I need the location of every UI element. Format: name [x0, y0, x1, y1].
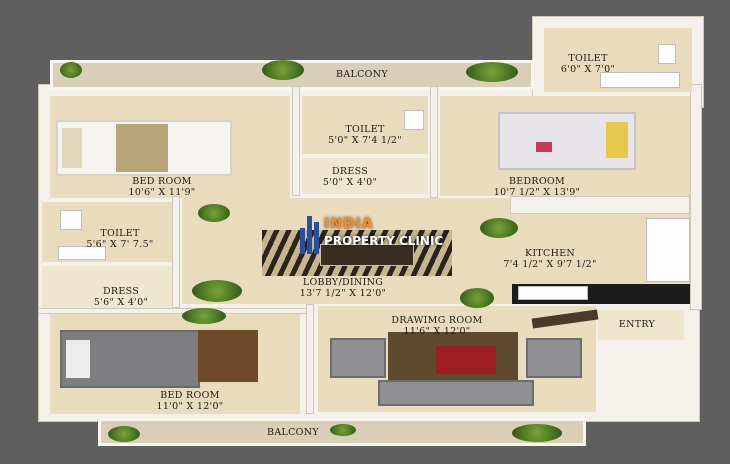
plant-icon — [262, 60, 304, 80]
toilet-icon — [404, 110, 424, 130]
plant-icon — [108, 426, 140, 442]
entry-floor — [598, 310, 684, 340]
bed-icon — [60, 330, 200, 388]
kitchen-label: KITCHEN 7'4 1/2" X 9'7 1/2" — [503, 248, 597, 270]
toilet-top-right-label: TOILET 6'0" X 7'0" — [560, 53, 616, 75]
dining-table-icon — [320, 244, 414, 266]
kitchen-wall — [690, 84, 702, 310]
balcony-bottom-label: BALCONY — [267, 427, 319, 438]
plant-icon — [480, 218, 518, 238]
bed-icon — [498, 112, 636, 170]
cushion — [536, 142, 552, 152]
blanket — [116, 124, 168, 172]
pillow — [62, 128, 82, 168]
toilet-icon — [658, 44, 676, 64]
wall-segment — [172, 196, 180, 308]
toilet-center-label: TOILET 5'0" X 7'4 1/2" — [328, 124, 402, 146]
dress-center-floor — [302, 158, 428, 194]
drawing-room-label: DRAWIMG ROOM 11'6" X 12'0" — [391, 315, 483, 337]
bedroom-top-left-label: BED ROOM 10'6" X 11'9" — [128, 176, 196, 198]
sink-icon — [58, 246, 106, 260]
dress-left-label: DRESS 5'6" X 4'0" — [93, 286, 149, 308]
bedroom-right-label: BEDROOM 10'7 1/2" X 13'9" — [493, 176, 581, 198]
plant-icon — [198, 204, 230, 222]
plant-icon — [460, 288, 494, 308]
wall-segment — [38, 308, 308, 314]
bed-icon — [56, 120, 232, 176]
plant-icon — [192, 280, 242, 302]
sink-icon — [600, 72, 680, 88]
plant-icon — [60, 62, 82, 78]
plant-icon — [466, 62, 518, 82]
entry-label: ENTRY — [618, 319, 656, 330]
sofa-icon — [330, 338, 386, 378]
kitchen-counter — [646, 218, 690, 282]
plant-icon — [330, 424, 356, 436]
wall-segment — [292, 86, 300, 196]
sofa-icon — [526, 338, 582, 378]
bedroom-bottom-left-label: BED ROOM 11'0" X 12'0" — [156, 390, 224, 412]
toilet-icon — [60, 210, 82, 230]
pillow — [66, 340, 90, 378]
watermark-line1: INDIA — [324, 216, 374, 232]
watermark-logo: INDIA PROPERTY CLINIC — [298, 210, 454, 258]
rug — [198, 330, 258, 382]
wall-segment — [306, 304, 314, 414]
pillow — [606, 122, 628, 158]
toilet-left-label: TOILET 5'6" X 7' 7.5" — [86, 228, 154, 250]
plant-icon — [512, 424, 562, 442]
dress-center-label: DRESS 5'0" X 4'0" — [322, 166, 378, 188]
skyline-icon — [300, 216, 319, 254]
wall-segment — [510, 196, 690, 214]
plant-icon — [182, 308, 226, 324]
balcony-top-label: BALCONY — [336, 69, 388, 80]
lobby-dining-label: LOBBY/DINING 13'7 1/2" X 12'0" — [299, 277, 387, 299]
sofa-icon — [378, 380, 534, 406]
coffee-table — [436, 346, 496, 374]
sink-icon — [518, 286, 588, 300]
watermark-line2: PROPERTY CLINIC — [324, 234, 444, 248]
dress-left-floor — [42, 266, 172, 308]
wall-segment — [430, 86, 438, 198]
